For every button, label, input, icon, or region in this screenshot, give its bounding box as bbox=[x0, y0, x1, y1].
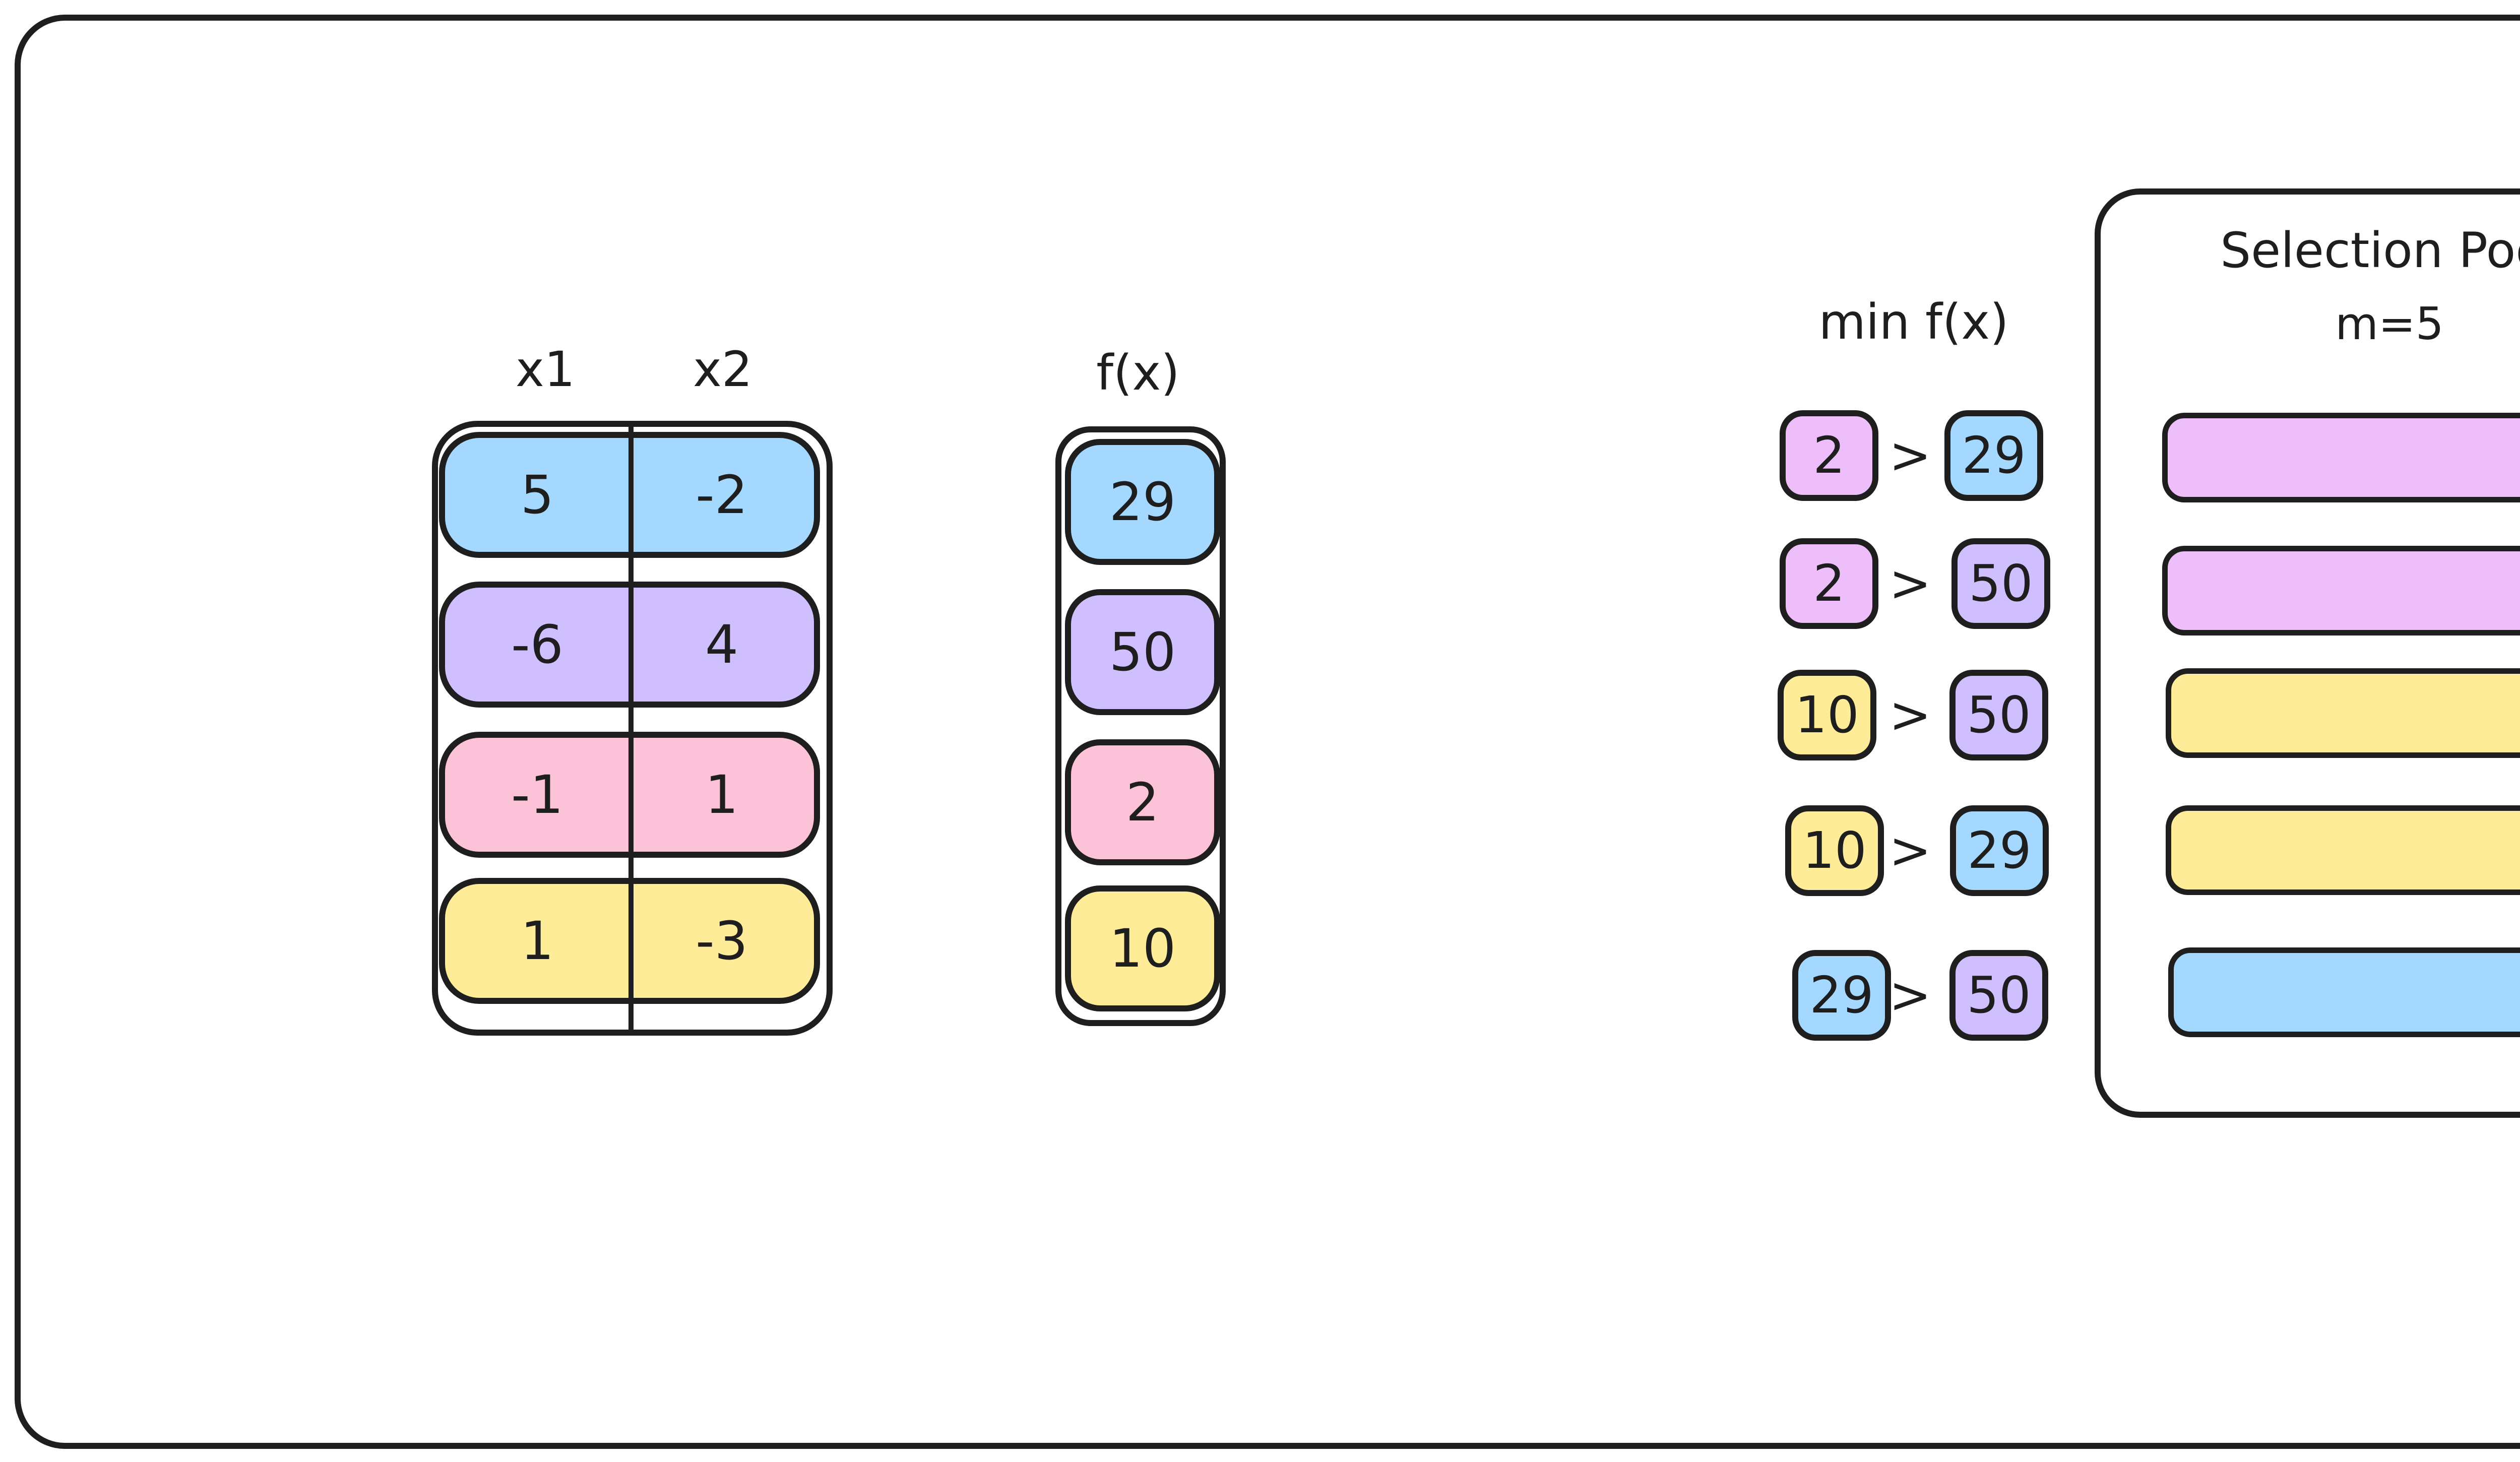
greater-than-operator: > bbox=[1889, 966, 1931, 1025]
comparison-right-chip: 50 bbox=[1951, 538, 2050, 629]
cell-x1: 5 bbox=[520, 464, 554, 526]
fitness-column bbox=[1055, 426, 1226, 1026]
column-divider bbox=[628, 421, 634, 1036]
selection-pool-slot bbox=[2166, 805, 2520, 895]
comparison-right-chip: 50 bbox=[1949, 670, 2048, 760]
cell-x1: 1 bbox=[520, 910, 554, 972]
header-min-fx: min f(x) bbox=[1818, 294, 2009, 350]
selection-pool-title: Selection Pool bbox=[2220, 222, 2520, 279]
comparison-left-chip: 29 bbox=[1792, 950, 1891, 1041]
cell-x2: 4 bbox=[705, 614, 739, 675]
canvas-frame bbox=[15, 15, 2520, 1449]
comparison-left-chip: 2 bbox=[1780, 538, 1878, 629]
selection-pool bbox=[2095, 188, 2520, 1118]
selection-pool-slot bbox=[2162, 413, 2520, 502]
comparison-left-chip: 10 bbox=[1785, 805, 1884, 896]
greater-than-operator: > bbox=[1889, 685, 1931, 744]
selection-pool-slot bbox=[2168, 947, 2520, 1037]
comparison-right-chip: 29 bbox=[1950, 805, 2049, 896]
fitness-row: 10 bbox=[1065, 885, 1220, 1011]
fitness-row: 2 bbox=[1065, 739, 1220, 865]
fitness-row: 50 bbox=[1065, 589, 1220, 715]
fitness-value: 29 bbox=[1109, 471, 1176, 533]
cell-x2: 1 bbox=[705, 764, 739, 825]
fitness-value: 10 bbox=[1109, 918, 1176, 979]
cell-x2: -3 bbox=[696, 910, 748, 972]
cell-x2: -2 bbox=[696, 464, 748, 526]
selection-pool-slot bbox=[2166, 668, 2520, 758]
comparison-left-chip: 10 bbox=[1778, 670, 1876, 760]
greater-than-operator: > bbox=[1889, 426, 1931, 485]
cell-x1: -1 bbox=[511, 764, 563, 825]
comparison-right-chip: 50 bbox=[1949, 950, 2048, 1041]
cell-x1: -6 bbox=[511, 614, 563, 675]
header-x2: x2 bbox=[693, 341, 752, 398]
comparison-left-chip: 2 bbox=[1780, 410, 1878, 501]
fitness-row: 29 bbox=[1065, 439, 1220, 565]
header-fx: f(x) bbox=[1096, 345, 1180, 401]
header-x1: x1 bbox=[516, 341, 575, 398]
selection-pool-size: m=5 bbox=[2335, 298, 2444, 350]
selection-pool-slot bbox=[2162, 546, 2520, 635]
greater-than-operator: > bbox=[1889, 821, 1931, 880]
fitness-value: 2 bbox=[1125, 772, 1160, 833]
comparison-right-chip: 29 bbox=[1944, 410, 2043, 501]
greater-than-operator: > bbox=[1889, 554, 1931, 613]
fitness-value: 50 bbox=[1109, 621, 1176, 683]
